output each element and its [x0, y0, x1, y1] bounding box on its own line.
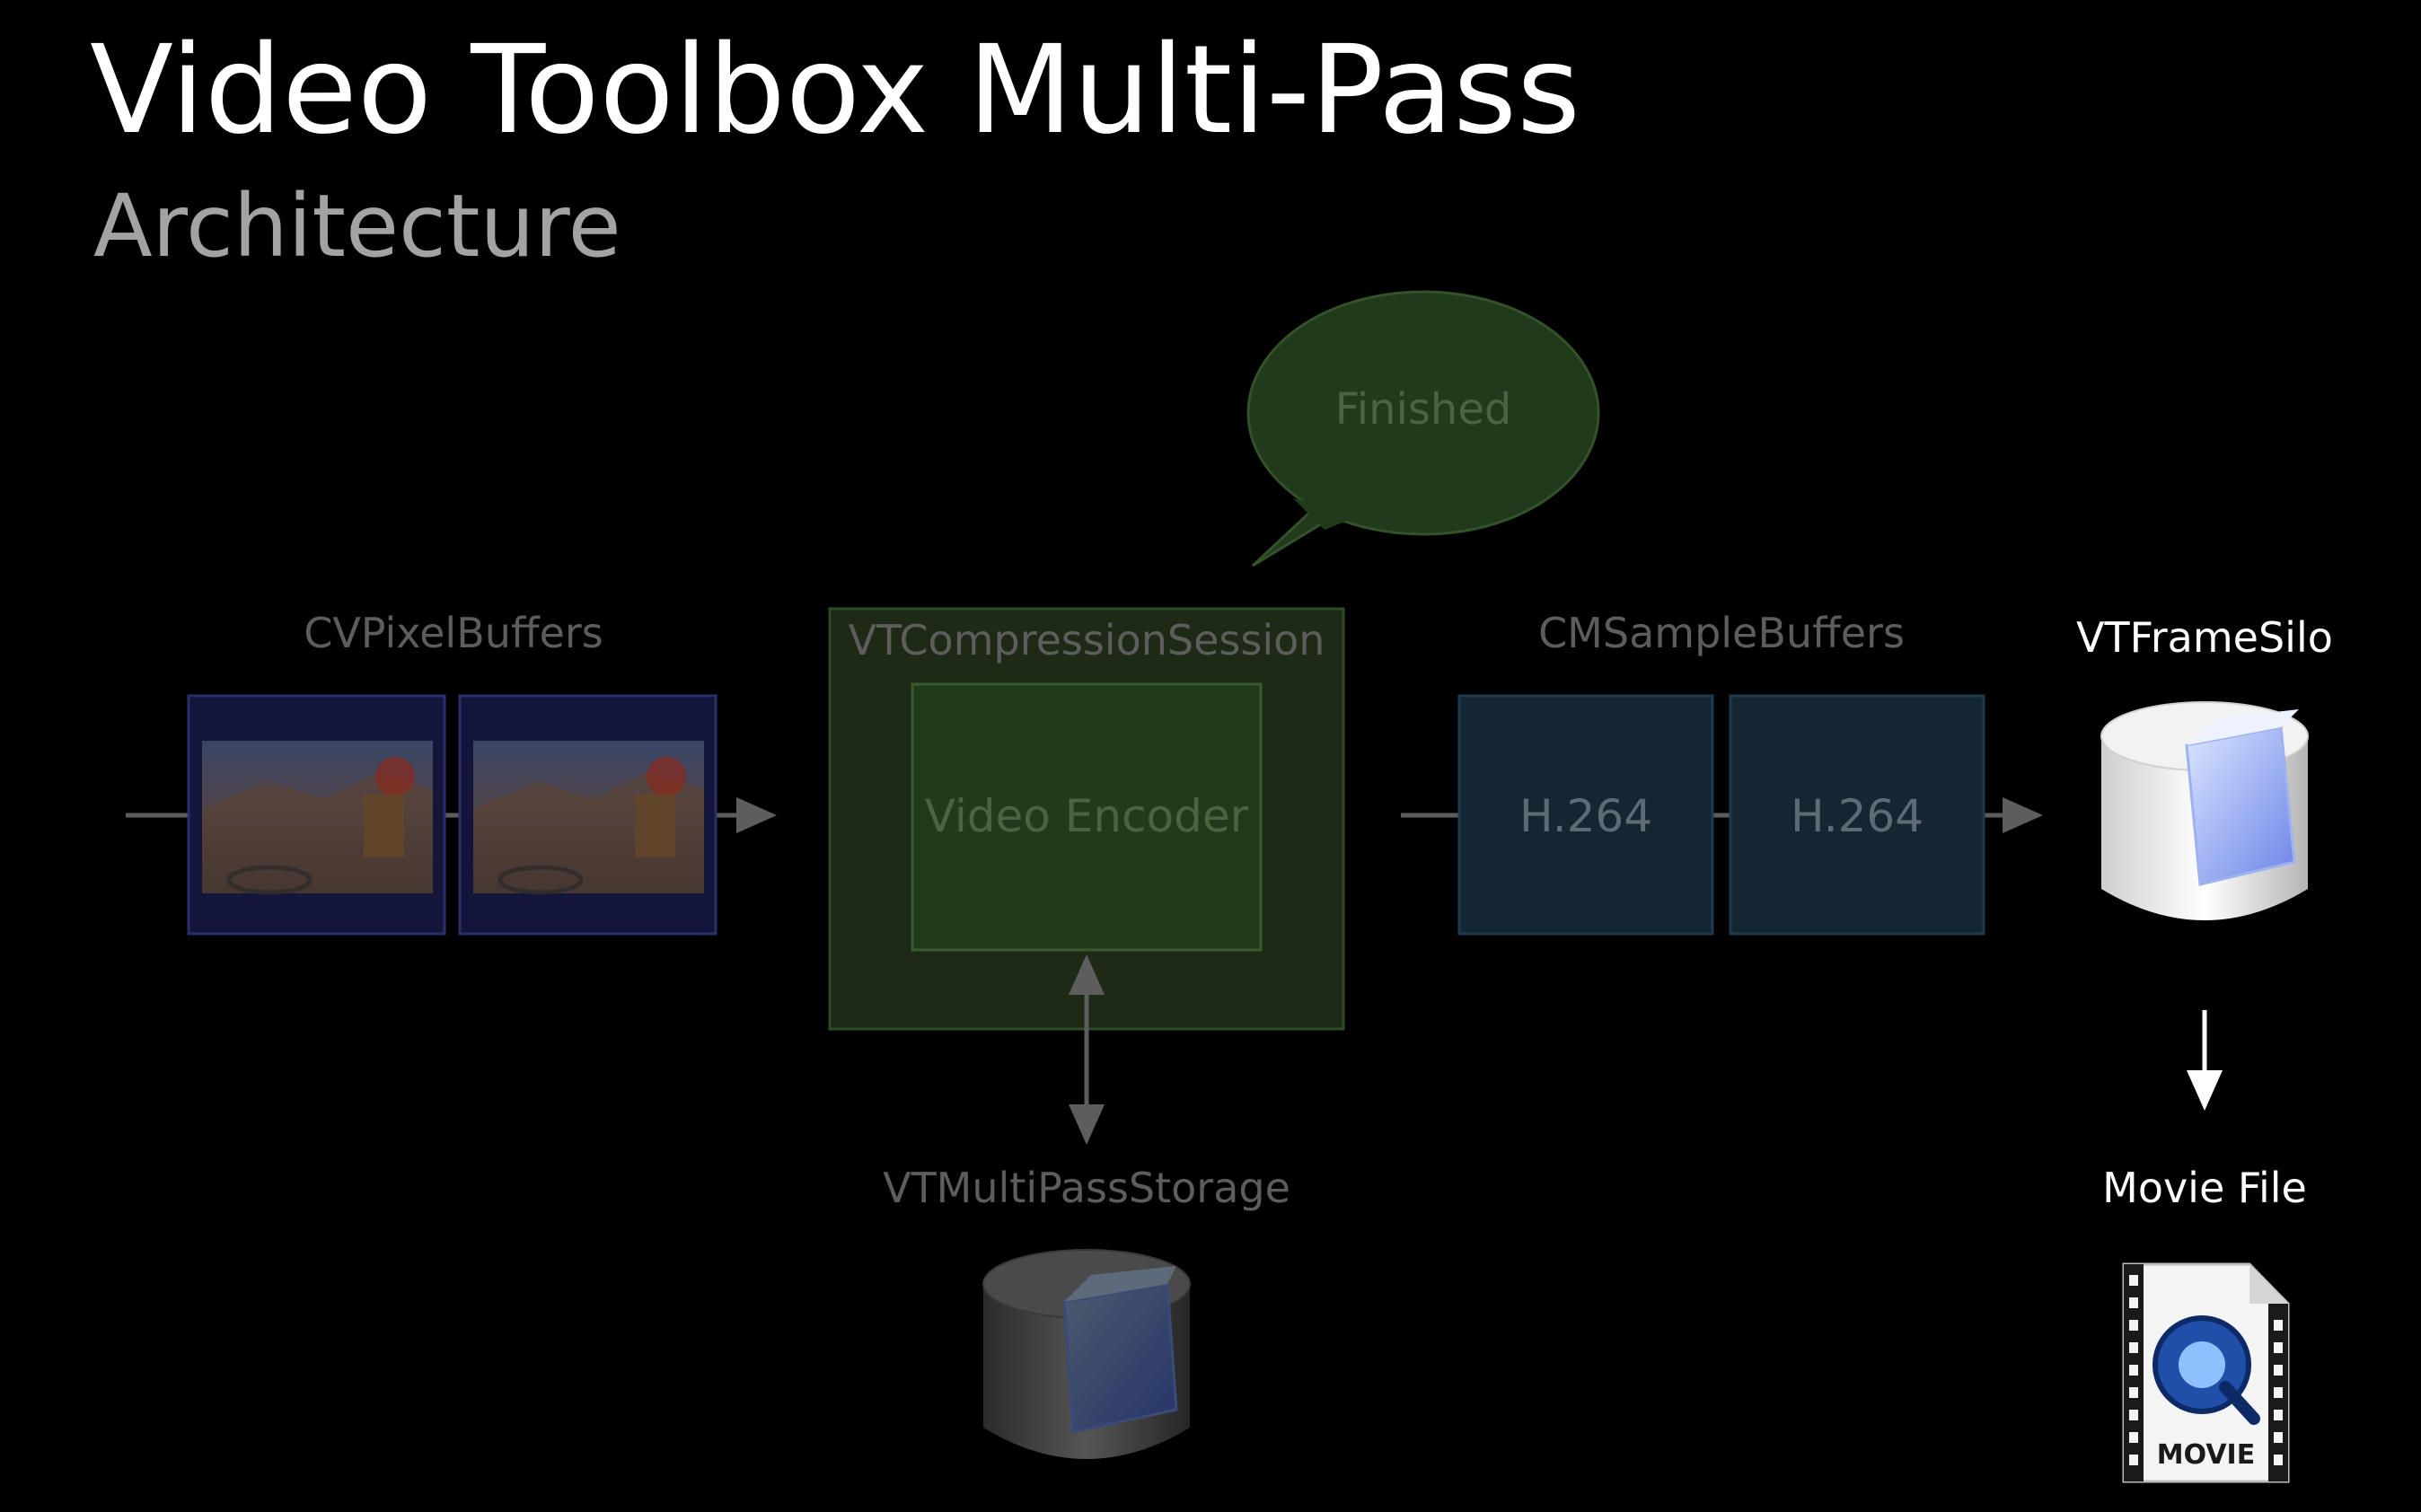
movie-file-icon: [2122, 1262, 2290, 1483]
video-encoder-label: Video Encoder: [924, 790, 1249, 842]
compression-session-label: VTCompressionSession: [848, 616, 1325, 664]
multipass-storage-icon: [982, 1249, 1191, 1459]
photo-thumbnail: [473, 741, 704, 895]
sample-buffer-2-label: H.264: [1790, 790, 1924, 842]
finished-speech-bubble: [1246, 290, 1600, 567]
frame-silo-icon: [2100, 701, 2309, 920]
movie-file-label: Movie File: [2102, 1164, 2307, 1212]
pixel-buffers-label: CVPixelBuffers: [304, 609, 603, 657]
sample-buffer-box: [1729, 694, 1985, 936]
slide-title: Video Toolbox Multi-Pass: [90, 20, 1580, 162]
slide-subtitle: Architecture: [93, 176, 621, 277]
sample-buffer-1-label: H.264: [1519, 790, 1653, 842]
finished-bubble-text: Finished: [1334, 384, 1512, 435]
video-encoder-box: [911, 682, 1263, 952]
photo-thumbnail: [202, 741, 433, 895]
sample-buffers-label: CMSampleBuffers: [1538, 609, 1905, 657]
pixel-buffer-frames: [187, 694, 717, 936]
sample-buffer-box: [1457, 694, 1714, 936]
frame-silo-label: VTFrameSilo: [2076, 613, 2333, 662]
movie-icon-text: MOVIE: [2156, 1439, 2256, 1471]
multipass-storage-label: VTMultiPassStorage: [883, 1164, 1290, 1212]
